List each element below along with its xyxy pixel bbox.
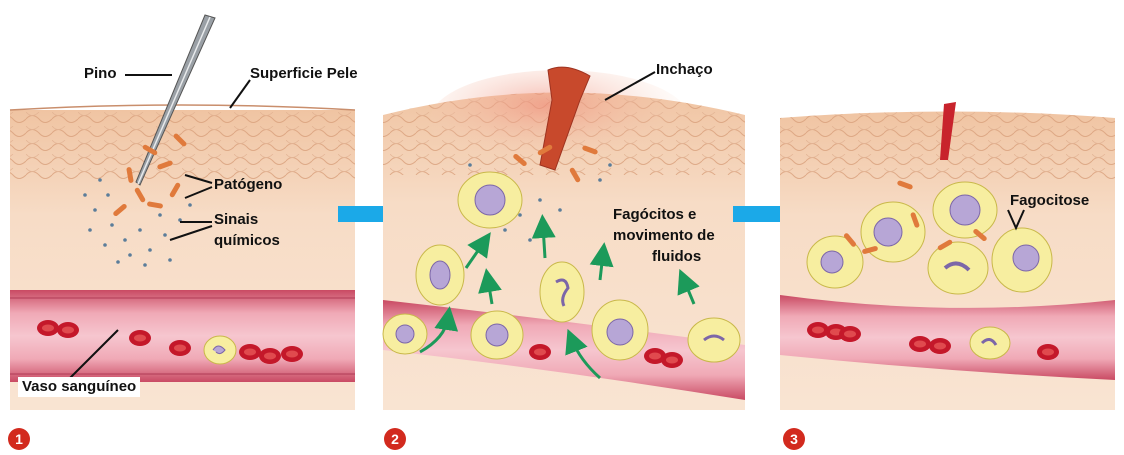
label-sinais-1: Sinais [214, 210, 258, 230]
label-pino: Pino [84, 64, 117, 84]
label-fagocitose: Fagocitose [1010, 191, 1089, 211]
phagocyte [204, 336, 236, 364]
label-vaso-sanguineo: Vaso sanguíneo [18, 377, 140, 397]
label-fagocitos-2: movimento de [613, 226, 715, 246]
label-fagocitos-3: fluidos [652, 247, 701, 267]
step-badge-2: 2 [384, 428, 406, 450]
label-patogeno: Patógeno [214, 175, 282, 195]
label-superficie-pele: Superficie Pele [250, 64, 358, 84]
panel-3 [780, 102, 1115, 410]
label-sinais-2: químicos [214, 231, 280, 251]
label-fagocitos-1: Fagócitos e [613, 205, 696, 225]
step-badge-3: 3 [783, 428, 805, 450]
step-badge-1: 1 [8, 428, 30, 450]
label-inchaco: Inchaço [656, 60, 713, 80]
